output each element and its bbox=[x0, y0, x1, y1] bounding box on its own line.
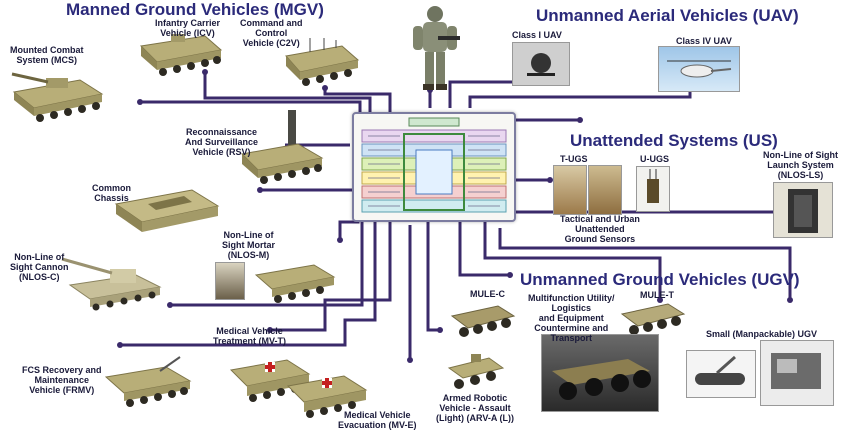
class-iv-uav-photo bbox=[658, 46, 740, 92]
t-ugs-photo-2 bbox=[588, 165, 622, 215]
label-t-ugs: T-UGS bbox=[560, 154, 588, 164]
header-mgv: Manned Ground Vehicles (MGV) bbox=[66, 0, 324, 19]
nlos-ls-graphic bbox=[788, 189, 818, 233]
mule-c-vehicle-image bbox=[450, 305, 516, 337]
network-hub bbox=[352, 112, 516, 222]
label-small-ugv: Small (Manpackable) UGV bbox=[706, 329, 818, 339]
soldier-figure bbox=[413, 6, 460, 90]
label-class-i-uav: Class I UAV bbox=[512, 30, 562, 40]
header-uav: Unmanned Aerial Vehicles (UAV) bbox=[536, 6, 799, 25]
class-i-uav-graphic bbox=[527, 53, 555, 76]
label-mule-t: MULE-T bbox=[640, 290, 674, 300]
u-ugs-photo bbox=[636, 166, 670, 212]
c2v-vehicle-image bbox=[285, 38, 360, 86]
mcs-vehicle-image bbox=[11, 72, 104, 122]
mule-photo-graphic bbox=[552, 359, 651, 400]
arv-a-l-vehicle-image bbox=[447, 354, 505, 389]
mule-photo bbox=[541, 334, 659, 412]
class-iv-uav-graphic bbox=[667, 60, 732, 78]
small-ugv-graphic-2 bbox=[771, 353, 821, 389]
header-ugv: Unmanned Ground Vehicles (UGV) bbox=[520, 270, 800, 289]
header-us: Unattended Systems (US) bbox=[570, 131, 778, 150]
label-u-ugs: U-UGS bbox=[640, 154, 669, 164]
network-hub-graphic bbox=[361, 117, 507, 213]
label-class-iv-uav: Class IV UAV bbox=[676, 36, 732, 46]
icv-vehicle-image bbox=[139, 34, 223, 76]
nlos-m-photo bbox=[215, 262, 245, 300]
frmv-vehicle-image bbox=[104, 356, 192, 407]
mv-e-vehicle-image bbox=[286, 375, 368, 418]
common-chassis-image bbox=[114, 189, 220, 232]
t-ugs-photo-1 bbox=[553, 165, 587, 215]
small-ugv-graphic-1 bbox=[695, 355, 745, 385]
rsv-vehicle-image bbox=[240, 110, 324, 184]
u-ugs-graphic bbox=[647, 169, 659, 203]
small-ugv-photo-2 bbox=[760, 340, 834, 406]
nlos-c-vehicle-image bbox=[61, 257, 162, 311]
class-i-uav-photo bbox=[512, 42, 570, 86]
mule-t-vehicle-image bbox=[620, 303, 686, 335]
label-mule-c: MULE-C bbox=[470, 289, 505, 299]
nlos-ls-photo bbox=[773, 182, 833, 238]
nlos-m-vehicle-image bbox=[254, 264, 336, 303]
small-ugv-photo-1 bbox=[686, 350, 756, 398]
